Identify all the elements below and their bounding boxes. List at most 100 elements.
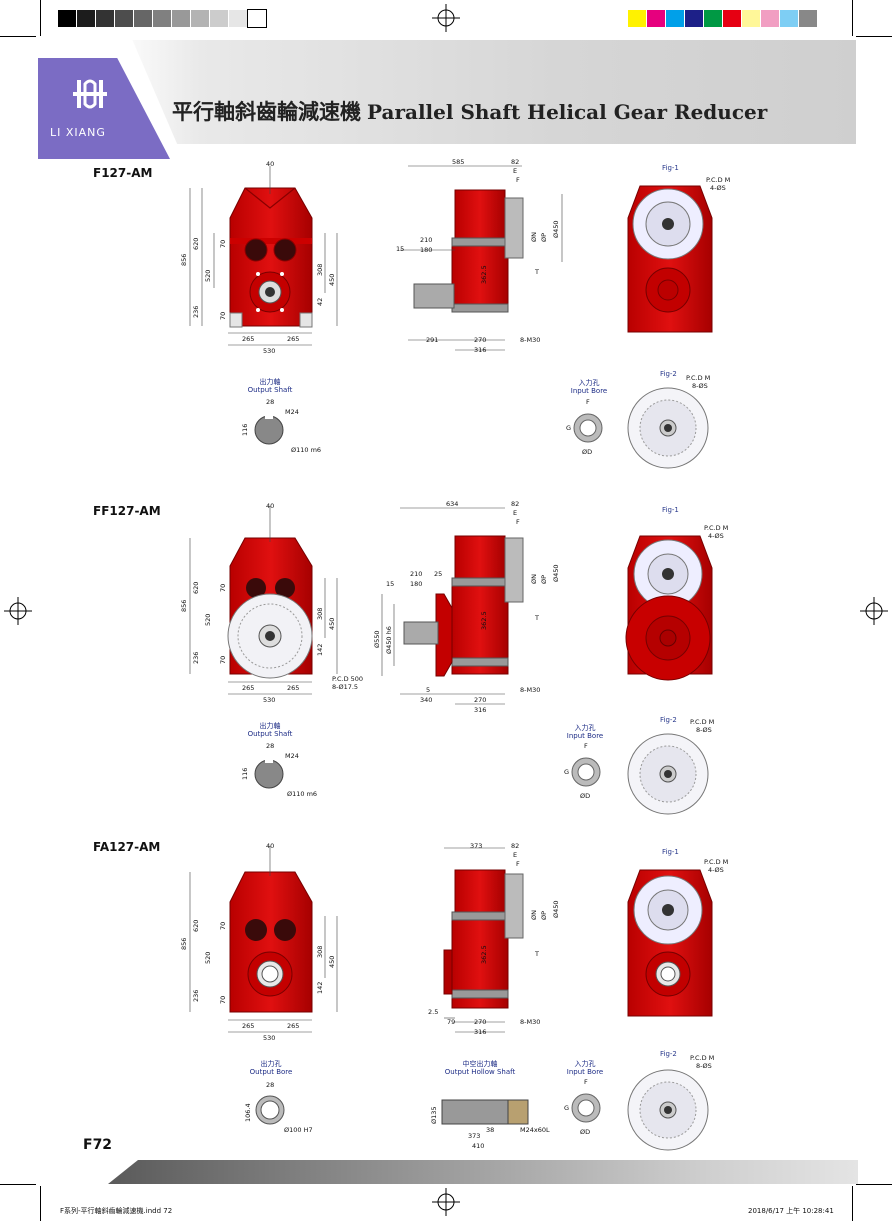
svg-text:70: 70 (219, 922, 227, 930)
gray-swatch (191, 10, 209, 27)
svg-text:Ø135: Ø135 (430, 1106, 438, 1124)
svg-text:856: 856 (180, 600, 188, 612)
svg-text:362.5: 362.5 (480, 945, 488, 964)
svg-text:530: 530 (263, 347, 275, 355)
svg-text:373: 373 (470, 842, 482, 850)
svg-text:70: 70 (219, 656, 227, 664)
svg-text:236: 236 (192, 652, 200, 664)
svg-text:F: F (516, 518, 520, 526)
color-swatch (647, 10, 665, 27)
svg-text:70: 70 (219, 996, 227, 1004)
input-bore-detail: F G ØD (564, 742, 601, 800)
svg-text:Ø110 m6: Ø110 m6 (287, 790, 317, 798)
svg-text:ØD: ØD (580, 1128, 590, 1136)
svg-text:180: 180 (410, 580, 422, 588)
svg-text:8-M30: 8-M30 (520, 686, 540, 694)
svg-text:530: 530 (263, 696, 275, 704)
fig2-flange-drawing: Fig-2 P.C.D M 8-ØS (627, 1050, 714, 1151)
svg-text:Fig-1: Fig-1 (662, 848, 679, 856)
svg-text:F: F (584, 1078, 588, 1086)
svg-text:316: 316 (474, 346, 486, 354)
svg-text:F: F (516, 860, 520, 868)
svg-text:265: 265 (287, 335, 299, 343)
svg-text:F: F (584, 742, 588, 750)
gray-swatch (58, 10, 76, 27)
svg-text:T: T (534, 268, 539, 276)
svg-text:28: 28 (266, 742, 274, 750)
svg-text:Fig-2: Fig-2 (660, 370, 677, 378)
svg-text:362.5: 362.5 (480, 611, 488, 630)
svg-text:8-ØS: 8-ØS (692, 382, 708, 390)
output-bore-detail: 28 106.4 Ø100 H7 (244, 1081, 313, 1134)
crop-mark (40, 0, 41, 36)
model-label: FA127-AM (93, 840, 161, 854)
svg-text:308: 308 (316, 608, 324, 620)
svg-text:4-ØS: 4-ØS (708, 532, 724, 540)
svg-text:265: 265 (287, 684, 299, 692)
color-swatch (742, 10, 760, 27)
gray-swatch (247, 9, 267, 28)
input-bore-detail: F G ØD (566, 398, 603, 456)
svg-text:450: 450 (328, 274, 336, 286)
front-view-drawing: 40 856 620 520 236 70 70 308 450 142 265… (180, 842, 728, 1042)
crop-mark (0, 36, 36, 37)
svg-text:362.5: 362.5 (480, 265, 488, 284)
svg-text:8-ØS: 8-ØS (696, 726, 712, 734)
gray-swatch (77, 10, 95, 27)
svg-text:Ø450 h6: Ø450 h6 (385, 626, 393, 654)
svg-text:520: 520 (204, 270, 212, 282)
svg-text:620: 620 (192, 238, 200, 250)
svg-text:142: 142 (316, 982, 324, 994)
svg-text:Ø450: Ø450 (552, 564, 560, 582)
svg-text:P.C.D M: P.C.D M (686, 374, 710, 382)
svg-text:856: 856 (180, 938, 188, 950)
svg-text:106.4: 106.4 (244, 1103, 252, 1122)
header-band (132, 40, 856, 144)
crop-mark (856, 36, 892, 37)
color-swatch (628, 10, 646, 27)
color-swatch (666, 10, 684, 27)
svg-text:82: 82 (511, 842, 519, 850)
gray-swatch (172, 10, 190, 27)
svg-text:P.C.D M: P.C.D M (704, 858, 728, 866)
svg-text:G: G (566, 424, 571, 432)
svg-text:70: 70 (219, 584, 227, 592)
svg-text:M24: M24 (285, 752, 299, 760)
svg-text:265: 265 (287, 1022, 299, 1030)
svg-text:E: E (513, 167, 517, 175)
input-bore-detail: F G ØD (564, 1078, 601, 1136)
svg-text:G: G (564, 1104, 569, 1112)
svg-text:40: 40 (266, 502, 274, 510)
svg-text:79: 79 (447, 1018, 455, 1026)
svg-text:ØN: ØN (530, 232, 538, 242)
svg-text:308: 308 (316, 264, 324, 276)
svg-text:210: 210 (420, 236, 432, 244)
svg-text:70: 70 (219, 312, 227, 320)
svg-text:236: 236 (192, 306, 200, 318)
svg-text:ØD: ØD (582, 448, 592, 456)
footer-band (108, 1160, 858, 1184)
svg-text:Fig-1: Fig-1 (662, 506, 679, 514)
svg-text:291: 291 (426, 336, 438, 344)
file-slug: F系列-平行軸斜齒輪減速機.indd 72 (60, 1207, 173, 1215)
svg-text:15: 15 (386, 580, 394, 588)
hollow-shaft-detail: Ø135 38 373 410 M24x60L (430, 1099, 550, 1150)
svg-text:2.5: 2.5 (428, 1008, 438, 1016)
model-label: FF127-AM (93, 504, 161, 518)
svg-text:28: 28 (266, 1081, 274, 1089)
model-label: F127-AM (93, 166, 153, 180)
svg-text:8-Ø17.5: 8-Ø17.5 (332, 683, 358, 691)
svg-text:P.C.D M: P.C.D M (690, 718, 714, 726)
svg-text:236: 236 (192, 990, 200, 1002)
svg-text:520: 520 (204, 614, 212, 626)
gray-swatch (134, 10, 152, 27)
svg-text:4-ØS: 4-ØS (710, 184, 726, 192)
logo-mark-icon (73, 79, 107, 109)
svg-text:116: 116 (241, 424, 249, 436)
svg-text:270: 270 (474, 1018, 486, 1026)
svg-text:ØP: ØP (540, 575, 548, 584)
front-view-drawing: 40 856 620 520 236 70 70 308 450 42 265 … (180, 158, 730, 355)
